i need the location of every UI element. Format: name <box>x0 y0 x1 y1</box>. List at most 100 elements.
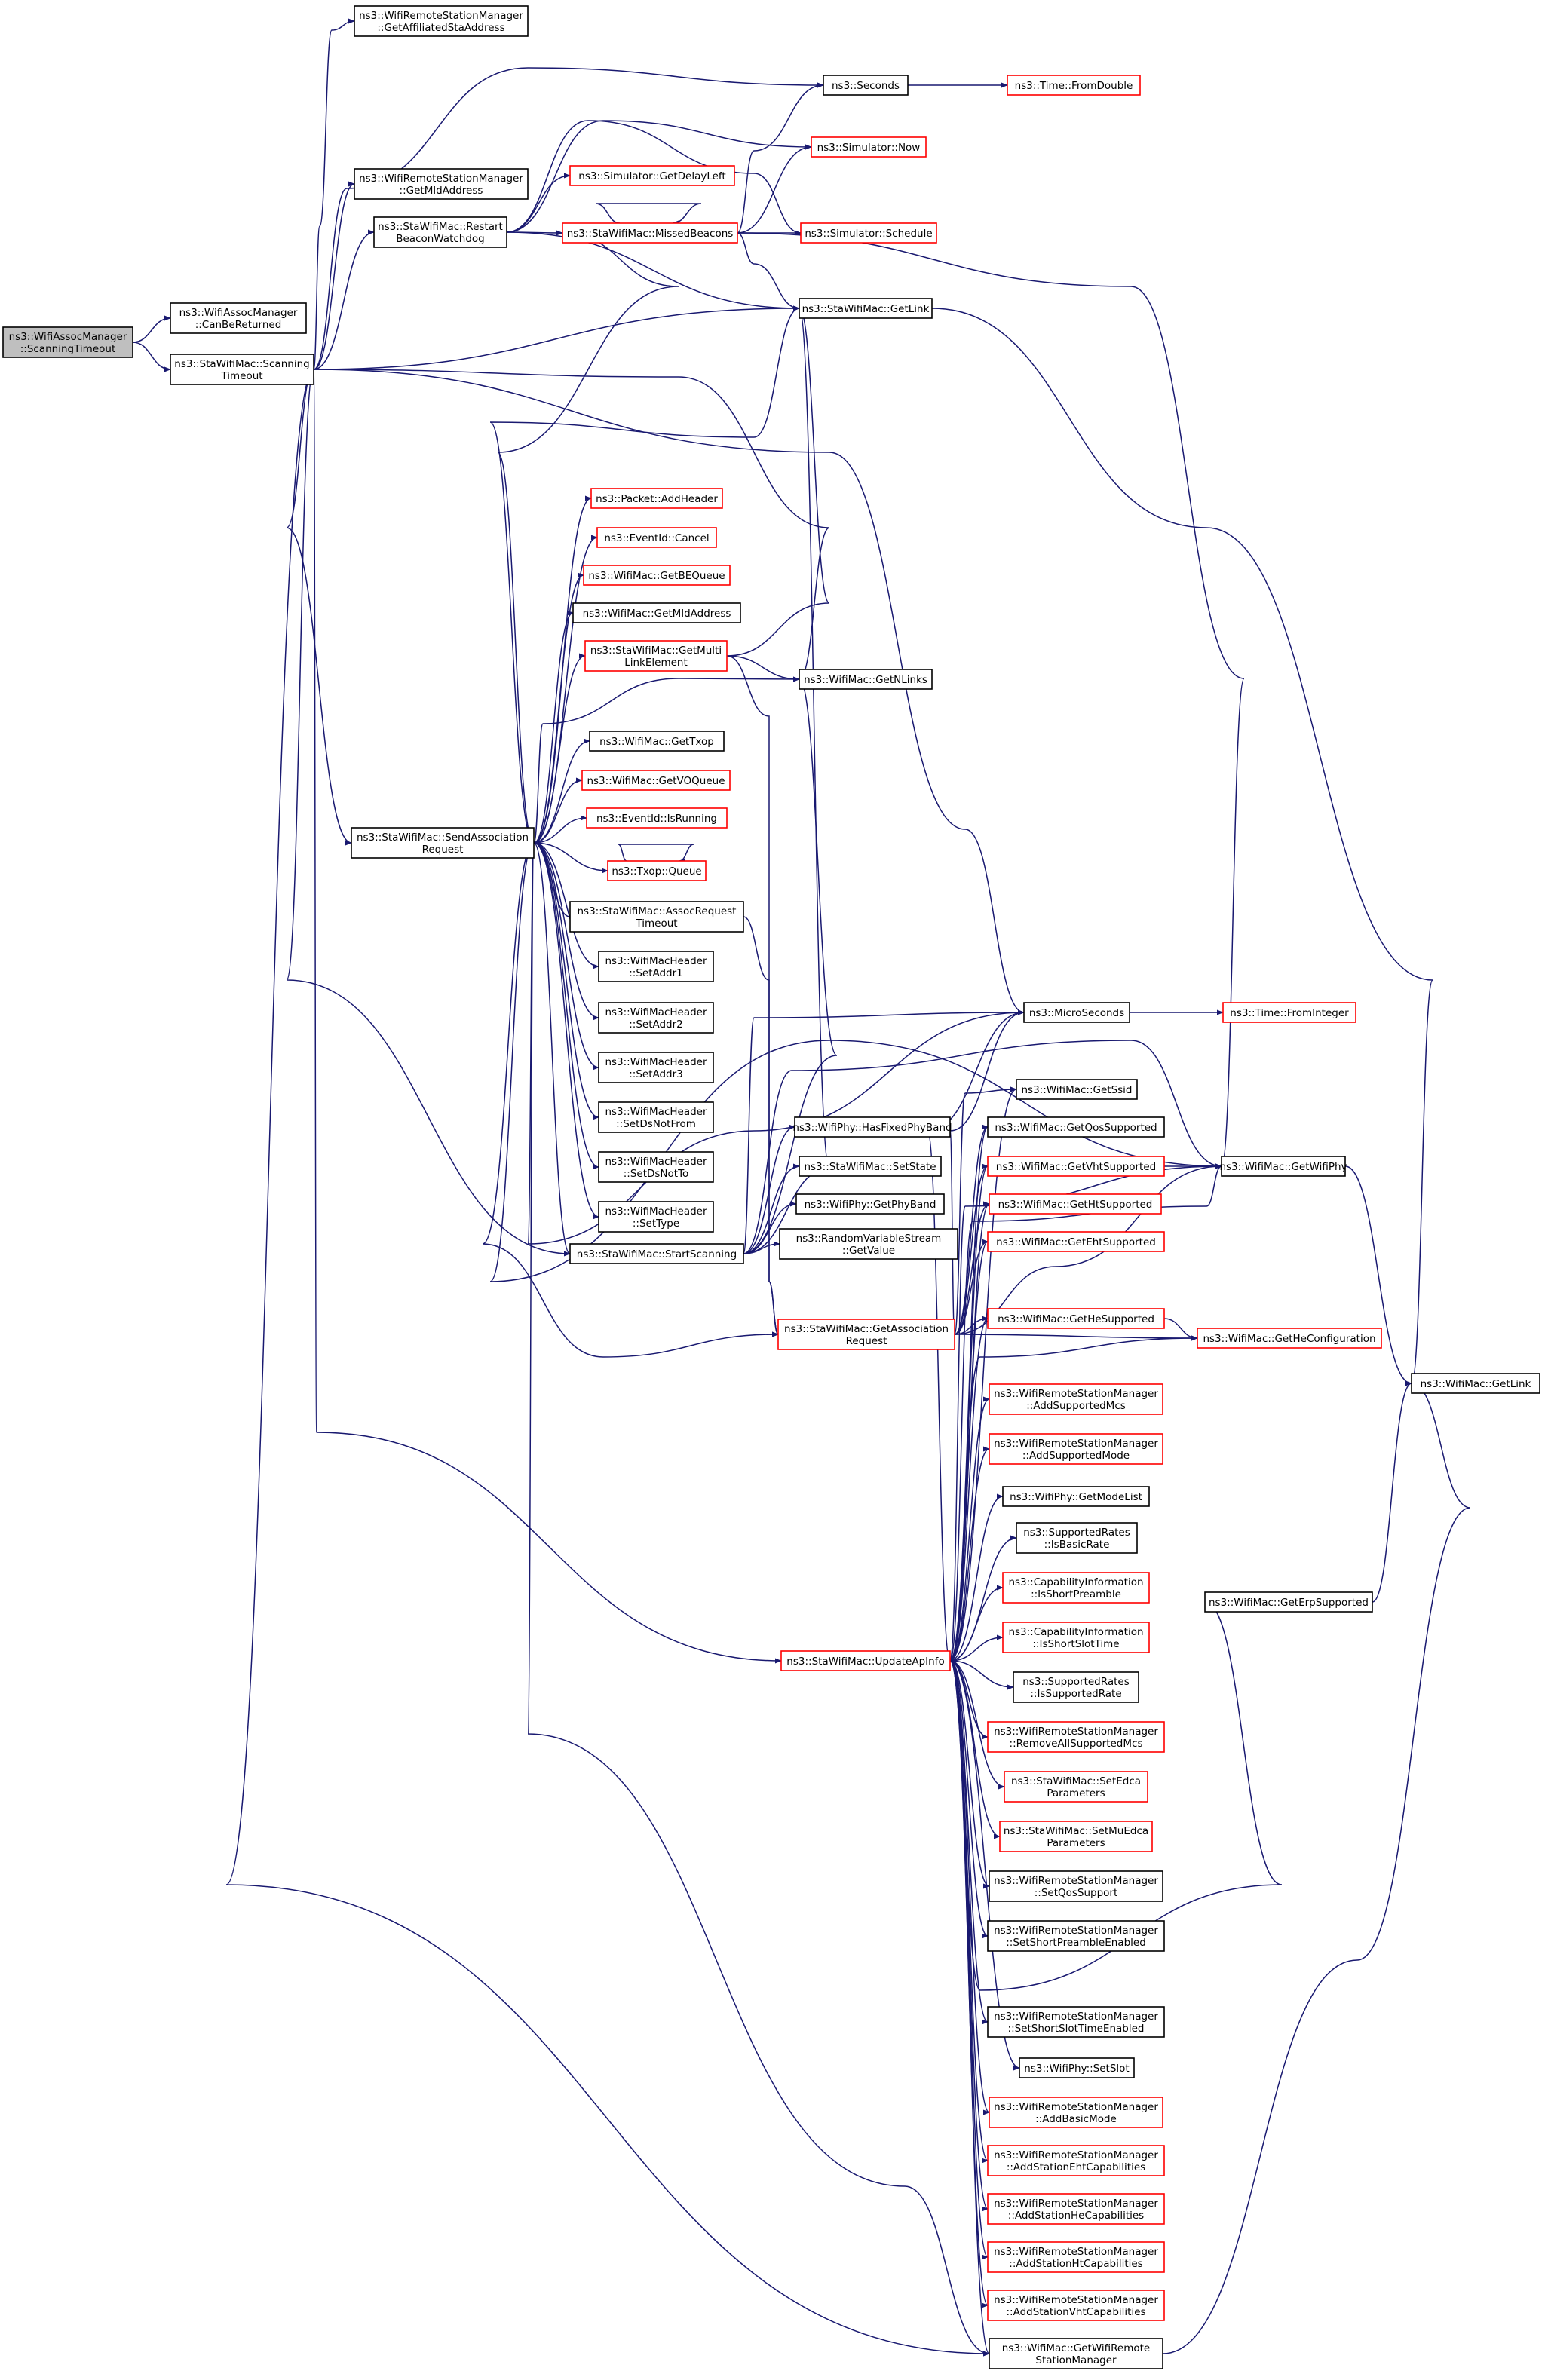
node-label: BeaconWatchdog <box>396 233 485 245</box>
node-label: ns3::WifiRemoteStationManager <box>994 1925 1158 1937</box>
node-addEhtCaps[interactable]: ns3::WifiRemoteStationManager::AddStatio… <box>987 2145 1165 2176</box>
node-seconds[interactable]: ns3::Seconds <box>823 75 909 96</box>
node-setAddr2[interactable]: ns3::WifiMacHeader::SetAddr2 <box>598 1002 714 1034</box>
node-setSlot[interactable]: ns3::WifiPhy::SetSlot <box>1019 2057 1135 2078</box>
node-label: ::IsShortSlotTime <box>1032 1638 1119 1650</box>
node-setQosSupport[interactable]: ns3::WifiRemoteStationManager::SetQosSup… <box>989 1870 1163 1902</box>
node-root[interactable]: ns3::WifiAssocManager::ScanningTimeout <box>2 326 133 358</box>
node-setState[interactable]: ns3::StaWifiMac::SetState <box>799 1156 942 1177</box>
node-label: ::GetAffiliatedStaAddress <box>377 22 504 34</box>
node-removeAllMcs[interactable]: ns3::WifiRemoteStationManager::RemoveAll… <box>987 1721 1165 1753</box>
node-getEhtSupported[interactable]: ns3::WifiMac::GetEhtSupported <box>987 1231 1165 1252</box>
node-getVhtSupported[interactable]: ns3::WifiMac::GetVhtSupported <box>987 1156 1165 1177</box>
node-getValue[interactable]: ns3::RandomVariableStream::GetValue <box>779 1228 958 1260</box>
node-addVhtCaps[interactable]: ns3::WifiRemoteStationManager::AddStatio… <box>987 2290 1165 2321</box>
node-getHeSupported[interactable]: ns3::WifiMac::GetHeSupported <box>987 1308 1165 1329</box>
node-setShortPreamble[interactable]: ns3::WifiRemoteStationManager::SetShortP… <box>987 1920 1165 1952</box>
node-fromDouble[interactable]: ns3::Time::FromDouble <box>1007 75 1141 96</box>
edge-getAssocReq-to-getSsid <box>954 1086 1017 1335</box>
edge-scanningTimeout-to-startScanning <box>286 369 571 1257</box>
edge-scanningTimeout-to-seconds <box>313 67 824 370</box>
node-label: Timeout <box>635 917 677 930</box>
node-schedule[interactable]: ns3::Simulator::Schedule <box>800 222 937 244</box>
node-box <box>779 1228 958 1260</box>
node-getModeList[interactable]: ns3::WifiPhy::GetModeList <box>1002 1486 1150 1507</box>
node-label: ::SetQosSupport <box>1035 1887 1118 1899</box>
node-txopQueue[interactable]: ns3::Txop::Queue <box>607 860 707 881</box>
node-cancel[interactable]: ns3::EventId::Cancel <box>596 527 717 548</box>
node-label: ns3::WifiRemoteStationManager <box>359 173 523 185</box>
node-label: ns3::Time::FromInteger <box>1230 1007 1349 1019</box>
node-label: ::ScanningTimeout <box>20 343 116 355</box>
node-label: ::SetAddr3 <box>629 1068 683 1080</box>
node-setShortSlot[interactable]: ns3::WifiRemoteStationManager::SetShortS… <box>987 2006 1165 2038</box>
node-getHtSupported[interactable]: ns3::WifiMac::GetHtSupported <box>989 1193 1162 1215</box>
node-label: ns3::StaWifiMac::GetMulti <box>590 645 722 657</box>
node-getHeConfig[interactable]: ns3::WifiMac::GetHeConfiguration <box>1197 1328 1382 1349</box>
node-fromInteger[interactable]: ns3::Time::FromInteger <box>1222 1002 1356 1023</box>
node-getAffiliatedSta[interactable]: ns3::WifiRemoteStationManager::GetAffili… <box>354 5 529 37</box>
node-setDsNotFrom[interactable]: ns3::WifiMacHeader::SetDsNotFrom <box>598 1101 714 1133</box>
node-getMldAddrRSM[interactable]: ns3::WifiRemoteStationManager::GetMldAdd… <box>354 168 529 200</box>
node-setDsNotTo[interactable]: ns3::WifiMacHeader::SetDsNotTo <box>598 1151 714 1183</box>
node-isSupportedRate[interactable]: ns3::SupportedRates::IsSupportedRate <box>1013 1671 1139 1703</box>
node-scanningTimeout[interactable]: ns3::StaWifiMac::ScanningTimeout <box>170 354 314 385</box>
node-getTxop[interactable]: ns3::WifiMac::GetTxop <box>589 731 725 752</box>
node-addSupportedMcs[interactable]: ns3::WifiRemoteStationManager::AddSuppor… <box>989 1383 1163 1415</box>
node-getQosSupported[interactable]: ns3::WifiMac::GetQosSupported <box>987 1116 1165 1138</box>
node-addHtCaps[interactable]: ns3::WifiRemoteStationManager::AddStatio… <box>987 2241 1165 2273</box>
node-updateApInfo[interactable]: ns3::StaWifiMac::UpdateApInfo <box>780 1650 951 1671</box>
node-setAddr3[interactable]: ns3::WifiMacHeader::SetAddr3 <box>598 1052 714 1083</box>
node-getErpSupported[interactable]: ns3::WifiMac::GetErpSupported <box>1204 1591 1373 1613</box>
node-label: ns3::WifiRemoteStationManager <box>994 1438 1158 1450</box>
node-addBasicMode[interactable]: ns3::WifiRemoteStationManager::AddBasicM… <box>989 2097 1163 2128</box>
node-getWifiPhy[interactable]: ns3::WifiMac::GetWifiPhy <box>1219 1156 1347 1177</box>
node-staGetLink[interactable]: ns3::StaWifiMac::GetLink <box>799 298 933 319</box>
node-addSupportedMode[interactable]: ns3::WifiRemoteStationManager::AddSuppor… <box>989 1433 1163 1465</box>
node-hasFixedPhyBand[interactable]: ns3::WifiPhy::HasFixedPhyBand <box>792 1116 952 1138</box>
edge-scanningTimeout-to-getWifiRSM <box>225 369 990 2357</box>
edge-getHeSupported-to-getHeConfig <box>1163 1318 1198 1341</box>
node-box <box>1204 1591 1373 1613</box>
node-box <box>598 1052 714 1083</box>
node-label: ns3::WifiRemoteStationManager <box>994 2149 1158 2161</box>
node-startScanning[interactable]: ns3::StaWifiMac::StartScanning <box>569 1243 744 1264</box>
node-getPhyBand[interactable]: ns3::WifiPhy::GetPhyBand <box>795 1193 945 1215</box>
edge-restartBeacon-to-staGetLink <box>506 231 800 311</box>
edge-sendAssocReq-to-txopQueue <box>533 842 608 874</box>
node-isShortPreamble[interactable]: ns3::CapabilityInformation::IsShortPream… <box>1002 1572 1150 1604</box>
node-setType[interactable]: ns3::WifiMacHeader::SetType <box>598 1201 714 1233</box>
node-getDelayLeft[interactable]: ns3::Simulator::GetDelayLeft <box>569 165 735 186</box>
node-missedBeacons[interactable]: ns3::StaWifiMac::MissedBeacons <box>562 222 738 244</box>
node-label: ns3::StaWifiMac::Scanning <box>174 358 309 370</box>
node-box <box>987 1920 1165 1952</box>
node-label: ns3::WifiMac::GetNLinks <box>804 674 927 686</box>
node-isBasicRate[interactable]: ns3::SupportedRates::IsBasicRate <box>1016 1522 1138 1554</box>
node-label: ns3::StaWifiMac::Restart <box>378 221 503 233</box>
node-getWifiRSM[interactable]: ns3::WifiMac::GetWifiRemoteStationManage… <box>989 2338 1163 2369</box>
node-getVOQueue[interactable]: ns3::WifiMac::GetVOQueue <box>581 770 731 791</box>
node-getSsid[interactable]: ns3::WifiMac::GetSsid <box>1016 1079 1138 1100</box>
node-addHeader[interactable]: ns3::Packet::AddHeader <box>590 488 723 509</box>
node-getMldAddress[interactable]: ns3::WifiMac::GetMldAddress <box>572 602 741 623</box>
node-setAddr1[interactable]: ns3::WifiMacHeader::SetAddr1 <box>598 951 714 982</box>
node-box <box>799 298 933 319</box>
node-microSeconds[interactable]: ns3::MicroSeconds <box>1023 1002 1130 1023</box>
node-canBeReturned[interactable]: ns3::WifiAssocManager::CanBeReturned <box>170 302 307 334</box>
node-isRunning[interactable]: ns3::EventId::IsRunning <box>586 807 728 829</box>
node-getBEQueue[interactable]: ns3::WifiMac::GetBEQueue <box>583 565 731 586</box>
edge-updateApInfo-to-getEhtSupported <box>949 1239 989 1662</box>
node-addHeCaps[interactable]: ns3::WifiRemoteStationManager::AddStatio… <box>987 2193 1165 2225</box>
node-isShortSlotTime[interactable]: ns3::CapabilityInformation::IsShortSlotT… <box>1002 1622 1150 1653</box>
node-wifiMacGetLink[interactable]: ns3::WifiMac::GetLink <box>1411 1373 1540 1394</box>
edge-startScanning-to-setState <box>743 1163 800 1254</box>
node-simNow[interactable]: ns3::Simulator::Now <box>811 136 927 158</box>
node-getNLinks[interactable]: ns3::WifiMac::GetNLinks <box>799 669 933 690</box>
